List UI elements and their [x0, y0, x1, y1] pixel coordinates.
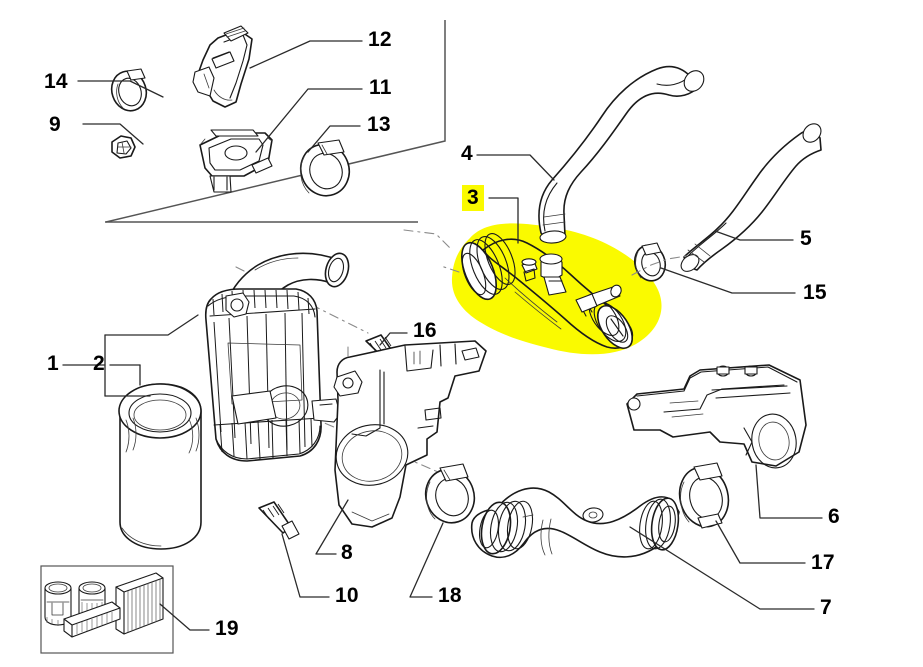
section-divider: [105, 20, 446, 223]
part-14-hose-clamp: [110, 68, 148, 112]
part-12-retaining-clip: [192, 25, 253, 108]
callout-10: 10: [335, 584, 359, 607]
part-5-breather-hose-lower: [680, 123, 822, 272]
callout-12: 12: [368, 28, 392, 51]
callout-6: 6: [828, 505, 840, 528]
callout-8: 8: [341, 541, 353, 564]
leader-lines: [62, 40, 823, 631]
part-11-mounting-clip: [199, 129, 273, 193]
callout-15: 15: [803, 281, 827, 304]
callout-4: 4: [461, 142, 473, 165]
part-19-service-kit: [40, 565, 174, 654]
part-1-airbox-housing: [204, 288, 341, 462]
callout-11: 11: [369, 76, 392, 99]
part-17-hose-clamp: [678, 462, 730, 529]
part-9-cap-nut: [111, 135, 136, 159]
callout-2: 2: [93, 352, 105, 375]
callout-1: 1: [47, 352, 59, 375]
callout-18: 18: [438, 584, 462, 607]
callout-16: 16: [413, 319, 437, 342]
callout-19: 19: [215, 617, 239, 640]
callout-5: 5: [800, 227, 812, 250]
part-18-hose-clamp: [424, 463, 476, 524]
callout-13: 13: [367, 113, 391, 136]
callout-17: 17: [811, 551, 835, 574]
callout-3: 3: [462, 185, 484, 211]
part-7-intake-duct-lower: [470, 487, 680, 559]
part-2-filter-element: [118, 383, 202, 550]
part-4-breather-hose-upper: [538, 65, 705, 244]
callout-9: 9: [49, 113, 61, 136]
part-15-hose-clamp: [633, 242, 667, 282]
part-6-resonator-box: [626, 364, 807, 469]
callout-7: 7: [820, 596, 832, 619]
part-10-bolt: [258, 501, 300, 540]
part-8-mounting-bracket: [333, 340, 487, 528]
part-3-air-intake-duct: [461, 233, 634, 349]
callout-14: 14: [44, 70, 68, 93]
part-13-hose-clamp: [299, 139, 351, 197]
